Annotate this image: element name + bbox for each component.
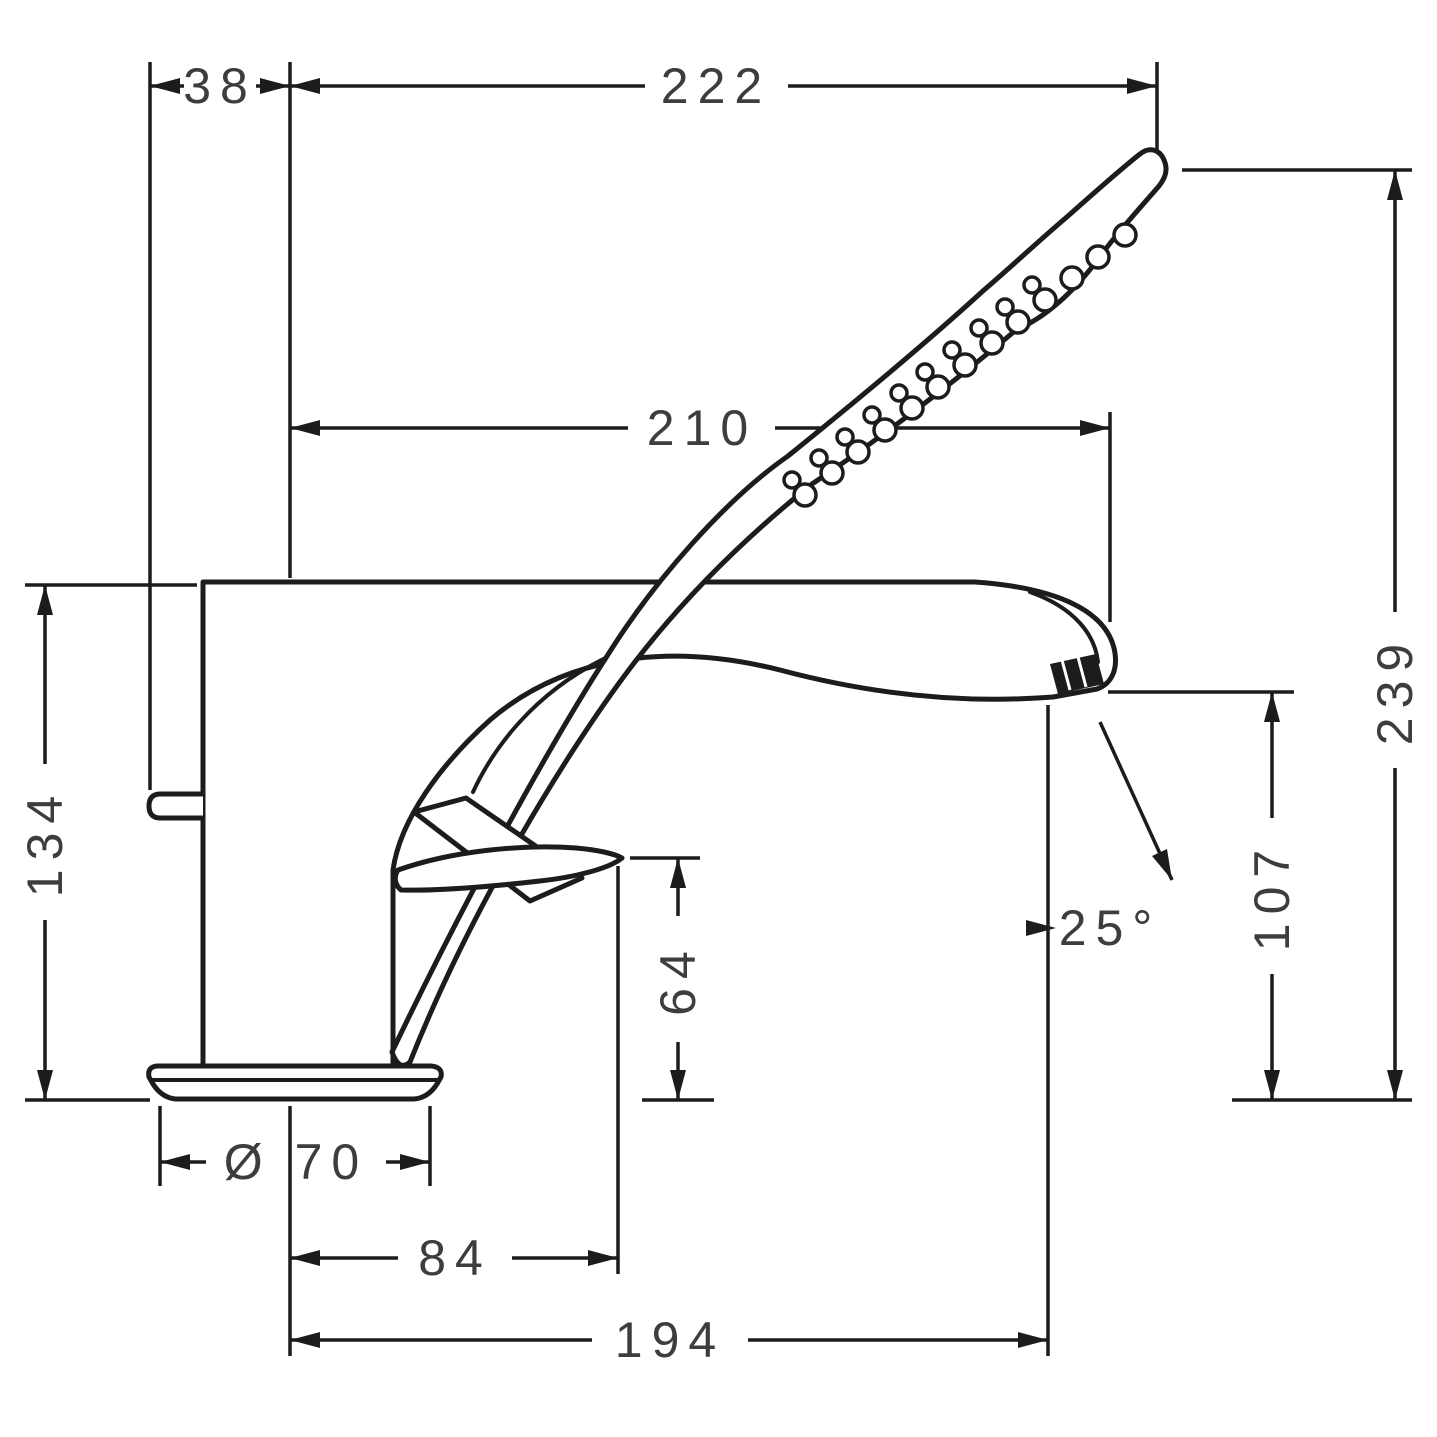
nozzle-icon (1085, 244, 1111, 270)
dimension-64: 64 (650, 858, 706, 1100)
hand-shower (389, 147, 1169, 1068)
nozzle-icon (925, 374, 951, 400)
nozzle-icon (845, 439, 871, 465)
nozzle-icon (969, 318, 989, 338)
nozzle-icon (1112, 222, 1138, 248)
arrowhead-right-icon (260, 78, 290, 94)
dim-label-210: 210 (647, 400, 757, 456)
nozzle-icon (995, 297, 1015, 317)
arrowhead-up-icon (670, 858, 686, 888)
arrowhead-down-icon (670, 1070, 686, 1100)
arrowhead-left-icon (160, 1154, 190, 1170)
arrowhead-left-icon (290, 1332, 320, 1348)
nozzle-icon (952, 352, 978, 378)
aerator-hatch (1076, 656, 1088, 688)
dim-label-84: 84 (418, 1230, 492, 1286)
nozzle-icon (1032, 287, 1058, 313)
dim-label-222: 222 (661, 58, 771, 114)
nozzle-icon (835, 427, 855, 447)
arrowhead-down-icon (1264, 1070, 1280, 1100)
nozzle-icon (915, 362, 935, 382)
dimension-38: 38 (150, 58, 290, 114)
arrowhead-left-icon (150, 78, 180, 94)
dimension-134: 134 (17, 585, 73, 1100)
dimension-194: 194 (290, 1312, 1048, 1368)
nozzle-icon (1059, 265, 1085, 291)
dimension-222: 222 (290, 58, 1157, 114)
dim-label-107: 107 (1244, 841, 1300, 951)
faucet-body (200, 579, 1118, 1073)
arrowhead-right-icon (588, 1250, 618, 1266)
arrowhead-down-icon (37, 1070, 53, 1100)
nozzle-icon (809, 448, 829, 468)
arrowhead-down-icon (1387, 1070, 1403, 1100)
dim-label-dia70: Ø 70 (224, 1134, 368, 1190)
nozzle-icon (872, 417, 898, 443)
spray-nozzles (782, 222, 1138, 508)
nozzle-icon (782, 470, 802, 490)
nozzle-icon (899, 395, 925, 421)
arrowhead-right-icon (1026, 920, 1056, 936)
dim-label-38: 38 (183, 58, 257, 114)
dim-label-134: 134 (17, 787, 73, 897)
arrowhead-right-icon (1127, 78, 1157, 94)
dim-label-64: 64 (650, 942, 706, 1016)
aerator-hatch (1060, 659, 1072, 691)
side-connection (146, 791, 206, 821)
extension-lines (25, 62, 1412, 1356)
arrowhead-right-icon (1080, 420, 1110, 436)
faucet-drawing (146, 147, 1169, 1102)
arrowhead-left-icon (290, 1250, 320, 1266)
arrowhead-left-icon (290, 420, 320, 436)
nozzle-icon (979, 330, 1005, 356)
arrowhead-left-icon (290, 78, 320, 94)
body-inner-contour (471, 653, 614, 794)
nozzle-icon (889, 383, 909, 403)
spout-inner-contour (1028, 590, 1100, 664)
base-plate (146, 1063, 444, 1102)
dim-label-239: 239 (1367, 635, 1423, 745)
arrowhead-right-icon (1018, 1332, 1048, 1348)
dimension-239: 239 (1367, 170, 1423, 1100)
nozzle-icon (819, 460, 845, 486)
arrowhead-up-icon (37, 585, 53, 615)
lever-handle (392, 844, 625, 893)
dimension-diameter-70: Ø 70 (160, 1134, 430, 1190)
nozzle-icon (862, 405, 882, 425)
arrowhead-angle-icon (1152, 849, 1172, 880)
nozzle-icon (1022, 275, 1042, 295)
arrowhead-up-icon (1264, 692, 1280, 722)
nozzle-icon (792, 482, 818, 508)
dim-label-25: 25° (1059, 900, 1162, 956)
dimension-angle-25: 25° (1026, 721, 1174, 956)
dimension-107: 107 (1244, 692, 1300, 1100)
dimension-210: 210 (290, 400, 1110, 456)
dim-label-194: 194 (615, 1312, 725, 1368)
nozzle-icon (1005, 309, 1031, 335)
arrowhead-right-icon (400, 1154, 430, 1170)
nozzle-icon (942, 340, 962, 360)
arrowhead-up-icon (1387, 170, 1403, 200)
dimension-84: 84 (290, 1230, 618, 1286)
